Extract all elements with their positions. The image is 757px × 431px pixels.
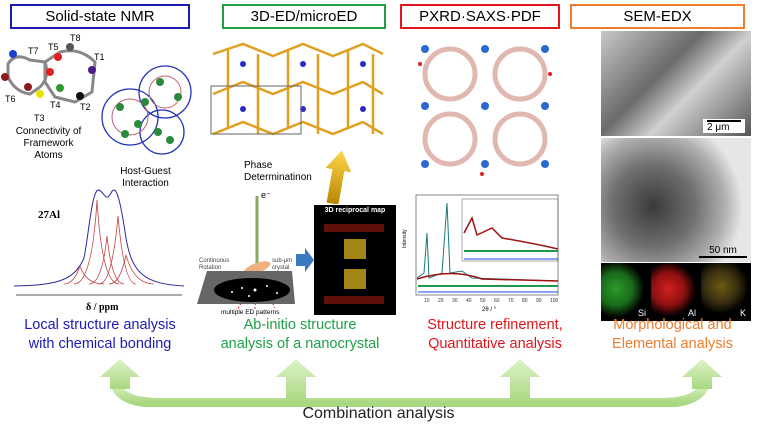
x-tick: 70	[508, 298, 514, 304]
tem-image: 50 nm	[601, 138, 751, 262]
reciprocal-map-title: 3D reciprocal map	[324, 207, 386, 214]
crystal-label: sub-μm crystal	[272, 258, 293, 271]
rotation-label: Continuous Rotation	[199, 258, 230, 271]
header-pxrd: PXRD·SAXS·PDF	[400, 4, 560, 29]
combination-analysis-label: Combination analysis	[302, 405, 455, 422]
pxrd-plot: Intensity 10 20 30 40 50 60 70 80 90 100…	[402, 194, 559, 313]
x-tick: 100	[550, 298, 559, 304]
atom-label: T3	[34, 113, 45, 123]
ed-patterns-label: multiple ED patterns	[221, 309, 280, 316]
x-tick: 80	[522, 298, 528, 304]
x-tick: 20	[438, 298, 444, 304]
header-sem-edx: SEM-EDX	[570, 4, 745, 29]
x-tick: 30	[452, 298, 458, 304]
x-tick: 10	[424, 298, 430, 304]
nmr-spectrum: 27Al δ / ppm	[14, 189, 184, 313]
header-3d-ed: 3D-ED/microED	[222, 4, 386, 29]
header-solid-state-nmr: Solid-state NMR	[10, 4, 190, 29]
caption-ed: Ab-initio structure analysis of a nanocr…	[220, 317, 380, 352]
edx-maps: Si Al K	[601, 263, 751, 321]
scale-bar-2um: 2 μm	[703, 119, 745, 133]
connectivity-label: Connectivity of Framework Atoms	[15, 126, 82, 161]
edx-si-label: Si	[637, 308, 646, 318]
atom-label: T4	[50, 100, 61, 110]
caption-pxrd: Structure refinement, Quantitative analy…	[427, 317, 563, 352]
x-tick: 90	[536, 298, 542, 304]
framework-connectivity-model: T7 T5 T8 T1 T6 T4 T2 T3	[1, 33, 105, 123]
pxrd-structure	[418, 45, 552, 176]
phase-arrow-icon	[325, 150, 352, 204]
arrow-up-icon	[100, 359, 140, 389]
x-tick: 40	[466, 298, 472, 304]
pxrd-xlabel: 2θ / °	[482, 307, 497, 313]
edx-al-label: Al	[687, 308, 696, 318]
host-guest-label: Host-Guest Interaction	[120, 166, 171, 189]
reciprocal-map: 3D reciprocal map	[314, 205, 396, 315]
arrow-up-icon	[682, 359, 722, 389]
phase-determination-label: Phase Determinatinon	[244, 160, 312, 183]
ppm-axis-label: δ / ppm	[86, 302, 119, 313]
edx-k-label: K	[739, 308, 746, 318]
atom-label: T8	[70, 33, 81, 43]
combination-arrows	[100, 359, 722, 407]
atom-label: T1	[94, 52, 105, 62]
arrow-up-icon	[500, 359, 540, 403]
x-tick: 50	[480, 298, 486, 304]
x-tick: 60	[494, 298, 500, 304]
beam-label: e⁻	[261, 190, 271, 200]
caption-sem: Morphological and Elemental analysis	[612, 317, 733, 352]
sem-image: 2 μm	[601, 31, 751, 136]
atom-label: T5	[48, 42, 59, 52]
atom-label: T7	[28, 46, 39, 56]
ed-setup-diagram: e⁻ multiple ED patterns	[197, 190, 295, 316]
caption-nmr: Local structure analysis with chemical b…	[24, 317, 176, 352]
atom-label: T6	[5, 94, 16, 104]
pxrd-ylabel: Intensity	[402, 229, 408, 248]
arrow-up-icon	[276, 359, 316, 403]
blue-arrow-icon	[296, 248, 314, 272]
scale-bar-50nm: 50 nm	[699, 245, 747, 258]
ed-framework-structure	[203, 34, 388, 154]
host-guest-structure	[101, 65, 192, 155]
nucleus-label: 27Al	[38, 209, 60, 221]
atom-label: T2	[80, 102, 91, 112]
